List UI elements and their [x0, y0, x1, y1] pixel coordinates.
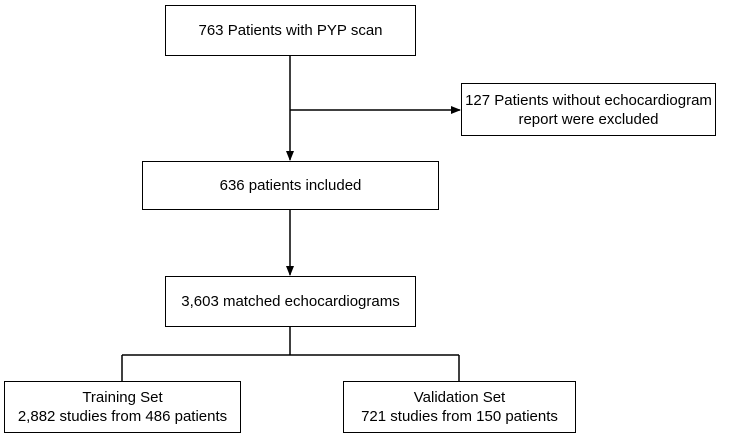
node-excluded-line-1: 127 Patients without echocardiogram: [465, 91, 712, 109]
node-pyp-scan-line-1: 763 Patients with PYP scan: [198, 22, 383, 39]
node-excluded: 127 Patients without echocardiogram repo…: [461, 83, 716, 136]
node-matched: 3,603 matched echocardiograms: [165, 276, 416, 327]
node-excluded-line-2: report were excluded: [518, 110, 659, 128]
node-included-line-1: 636 patients included: [219, 177, 362, 194]
node-included: 636 patients included: [142, 161, 439, 210]
node-matched-line-1: 3,603 matched echocardiograms: [181, 293, 400, 310]
node-validation-line-1: Validation Set: [413, 389, 506, 406]
node-training-line-2: 2,882 studies from 486 patients: [17, 408, 228, 425]
node-training: Training Set 2,882 studies from 486 pati…: [4, 381, 241, 433]
node-training-line-1: Training Set: [82, 389, 163, 406]
node-pyp-scan: 763 Patients with PYP scan: [165, 5, 416, 56]
node-validation: Validation Set 721 studies from 150 pati…: [343, 381, 576, 433]
node-validation-line-2: 721 studies from 150 patients: [361, 408, 558, 425]
